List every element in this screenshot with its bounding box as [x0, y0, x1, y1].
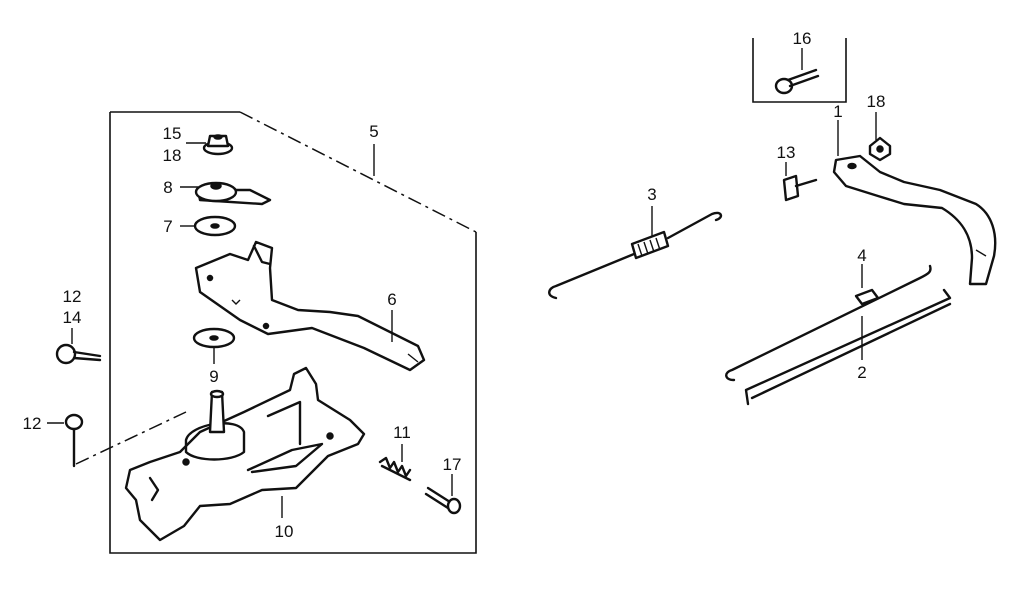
assembly-frame	[109, 111, 477, 554]
callout-14: 14	[63, 308, 82, 327]
callout-18-right: 18	[867, 92, 886, 111]
bolt-inset	[774, 68, 820, 95]
flange-nut	[202, 134, 234, 156]
bolt-left-upper	[55, 343, 102, 365]
callout-9: 9	[209, 367, 218, 386]
control-lever-plate	[194, 240, 426, 372]
callout-10: 10	[275, 522, 294, 541]
leader-lines	[47, 48, 877, 518]
callout-2: 2	[857, 363, 866, 382]
callout-16: 16	[793, 29, 812, 48]
linkage-rod	[744, 288, 952, 406]
callout-15: 15	[163, 124, 182, 143]
callout-6: 6	[387, 290, 396, 309]
lever-arm	[832, 154, 997, 286]
inset-box	[752, 38, 847, 103]
callout-7: 7	[163, 217, 172, 236]
base-plate	[124, 366, 366, 542]
small-bolt	[782, 174, 818, 202]
callout-17: 17	[443, 455, 462, 474]
callout-18-left: 18	[163, 146, 182, 165]
callout-12-upper: 12	[63, 287, 82, 306]
washer-lower	[192, 327, 236, 349]
callout-11: 11	[393, 423, 411, 442]
callout-8: 8	[163, 178, 172, 197]
spring-small	[378, 456, 412, 482]
callout-12-lower: 12	[23, 414, 42, 433]
bolt-left-lower	[64, 411, 187, 468]
callout-13: 13	[777, 143, 796, 162]
damper-cap	[194, 181, 272, 206]
washer-upper	[193, 215, 237, 237]
return-spring	[548, 211, 723, 300]
callout-5: 5	[369, 122, 378, 141]
callout-labels: 15 18 8 7 5 6 9 10 11 17 12 14 12 3 16 1…	[23, 29, 886, 541]
pin-bolt	[424, 486, 462, 515]
nut-right	[868, 136, 892, 162]
callout-4: 4	[857, 246, 866, 265]
callout-3: 3	[647, 185, 656, 204]
control-rod	[725, 264, 932, 382]
callout-1: 1	[833, 102, 842, 121]
